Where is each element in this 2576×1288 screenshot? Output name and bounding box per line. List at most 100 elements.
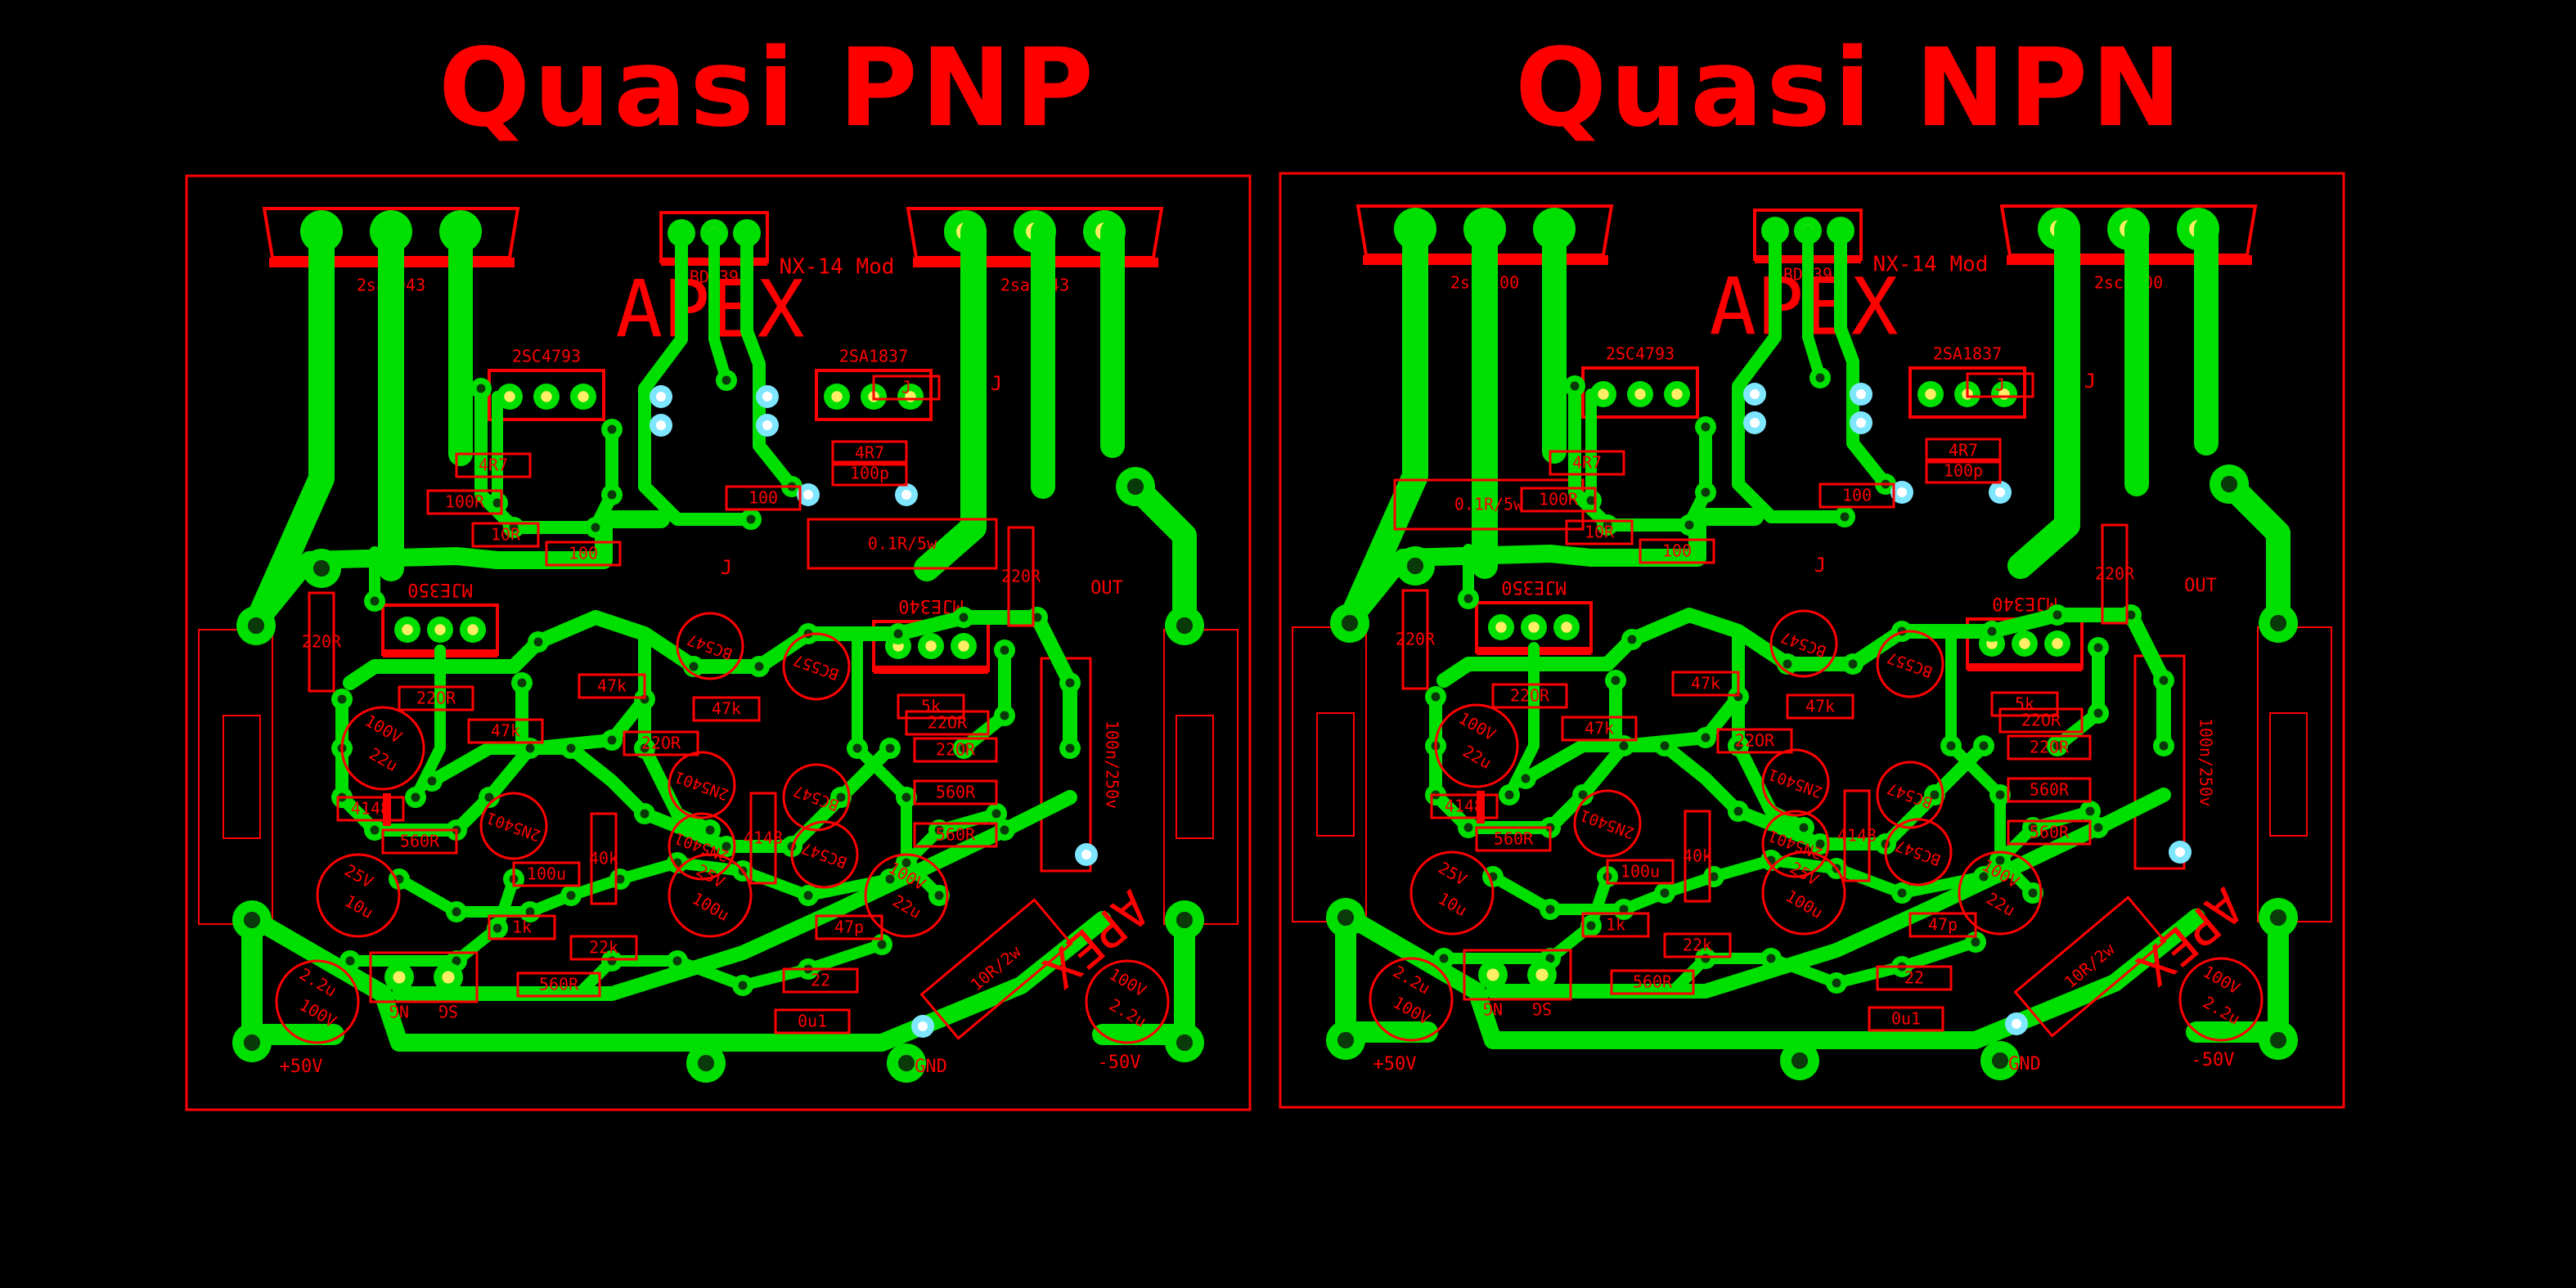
pad-hole: [1176, 1034, 1194, 1052]
pad-hole: [722, 375, 731, 385]
resistor: 4148: [744, 792, 783, 885]
resistor-value: 100: [1842, 486, 1872, 505]
resistor: 100: [545, 541, 622, 567]
sg-label: SG: [1532, 999, 1552, 1019]
resistor-value: 22k: [589, 938, 618, 958]
resistor-value: 100u: [1621, 862, 1660, 882]
copper-trace: [1732, 224, 1851, 523]
pad-hole: [1840, 512, 1850, 522]
resistor-outline: [2007, 819, 2092, 846]
diode-band: [383, 793, 391, 826]
pad-hole: [689, 662, 699, 671]
resistor: 4R7: [831, 440, 908, 466]
resistor-value: 22OR: [2030, 738, 2070, 757]
resistor: 22OR: [913, 737, 998, 763]
resistor: 100u: [512, 861, 581, 887]
pad-hole: [566, 743, 576, 753]
pad-hole: [525, 907, 535, 917]
vminus-label: -50V: [1098, 1052, 1141, 1073]
transistor-outline: [790, 820, 859, 889]
resistor-outline: [578, 673, 646, 699]
pad-hole: [2269, 614, 2287, 632]
resistor-outline: [1639, 538, 1715, 564]
resistor-outline: [590, 812, 618, 905]
resistor-outline: [381, 828, 458, 855]
pad-hole: [1561, 622, 1572, 633]
resistor: 100R: [1520, 487, 1597, 513]
pad-hole: [1611, 675, 1621, 685]
resistor-outline: [1818, 482, 1895, 509]
pad-hole: [1619, 904, 1629, 914]
capacitor-value: 22u: [1459, 741, 1495, 773]
pad-hole: [1545, 954, 1555, 963]
pad-hole: [2028, 823, 2038, 832]
vplus-label: +50V: [1373, 1054, 1417, 1075]
pad-hole: [697, 1054, 715, 1072]
resistor-value: 220R: [2095, 564, 2135, 584]
vplus-label: +50V: [280, 1057, 323, 1077]
copper-trace: [243, 218, 335, 639]
vas-transistor-label: 2SC4793: [1606, 344, 1675, 364]
pad-hole: [2052, 638, 2063, 649]
resistor-outline: [471, 522, 540, 548]
pad-hole: [615, 874, 625, 884]
resistor: 220R: [302, 591, 342, 693]
pad-hole: [934, 891, 944, 900]
resistor-outline: [336, 796, 405, 822]
resistor-outline: [1966, 372, 2034, 398]
resistor-outline: [516, 972, 601, 998]
pad-hole: [2159, 741, 2169, 751]
pad-hole: [247, 617, 265, 635]
resistor-outline: [1663, 932, 1732, 958]
resistor-value: 560R: [2030, 823, 2070, 842]
vas-transistor: 2SC4793: [488, 347, 605, 421]
driver-transistor-label: MJE350: [1501, 577, 1566, 597]
copper-trace: [708, 227, 732, 386]
resistor: 10R: [471, 522, 540, 548]
board-outline: [185, 174, 1252, 1111]
transistor-outline: [1761, 748, 1830, 817]
pad-hole: [427, 776, 437, 786]
pad-hole: [1337, 909, 1355, 927]
capacitor-value: 22u: [366, 743, 401, 775]
pad-hole: [566, 891, 576, 900]
heatsink-inner: [223, 715, 261, 839]
resistor-outline: [308, 591, 335, 693]
pad-hole: [492, 498, 502, 508]
via-hole: [762, 420, 772, 430]
resistor-outline: [774, 1008, 851, 1034]
pad-hole: [1337, 1031, 1355, 1049]
pad-hole: [640, 743, 650, 753]
pad-hole: [2269, 909, 2287, 927]
resistor: 100: [725, 485, 802, 511]
resistor-outline: [1610, 969, 1695, 995]
pad-hole: [1463, 823, 1473, 832]
pad-hole: [1586, 921, 1596, 931]
pad-hole: [1733, 806, 1743, 816]
resistor-outline: [1716, 728, 1793, 754]
resistor-value: 47p: [1928, 915, 1958, 935]
resistor-outline: [807, 518, 998, 570]
resistor-value: J: [901, 378, 911, 397]
resistor-outline: [1786, 693, 1854, 720]
via-hole: [1081, 850, 1091, 859]
pad-hole: [2093, 823, 2103, 832]
pad-hole: [897, 1054, 915, 1072]
pad-hole: [1603, 520, 1612, 530]
resistor: 47k: [1671, 671, 1740, 697]
transistor-label: BC547: [1893, 836, 1943, 868]
pad-hole: [1897, 888, 1907, 898]
resistor: 100u: [1606, 859, 1675, 885]
resistor-value: 47k: [1691, 674, 1720, 693]
resistor: 560R: [913, 779, 998, 806]
transistor-label: BC547: [799, 838, 849, 871]
pad-hole: [1930, 790, 1940, 800]
jumper-label: J: [2084, 370, 2096, 393]
resistor: 560R: [1610, 969, 1695, 995]
capacitor-outline: [2178, 957, 2264, 1042]
resistor-outline: [1581, 912, 1650, 938]
capacitor-value: 10u: [341, 891, 376, 922]
resistor-outline: [1684, 810, 1711, 903]
resistor-outline: [913, 779, 998, 806]
resistor-value: 22OR: [416, 689, 456, 708]
